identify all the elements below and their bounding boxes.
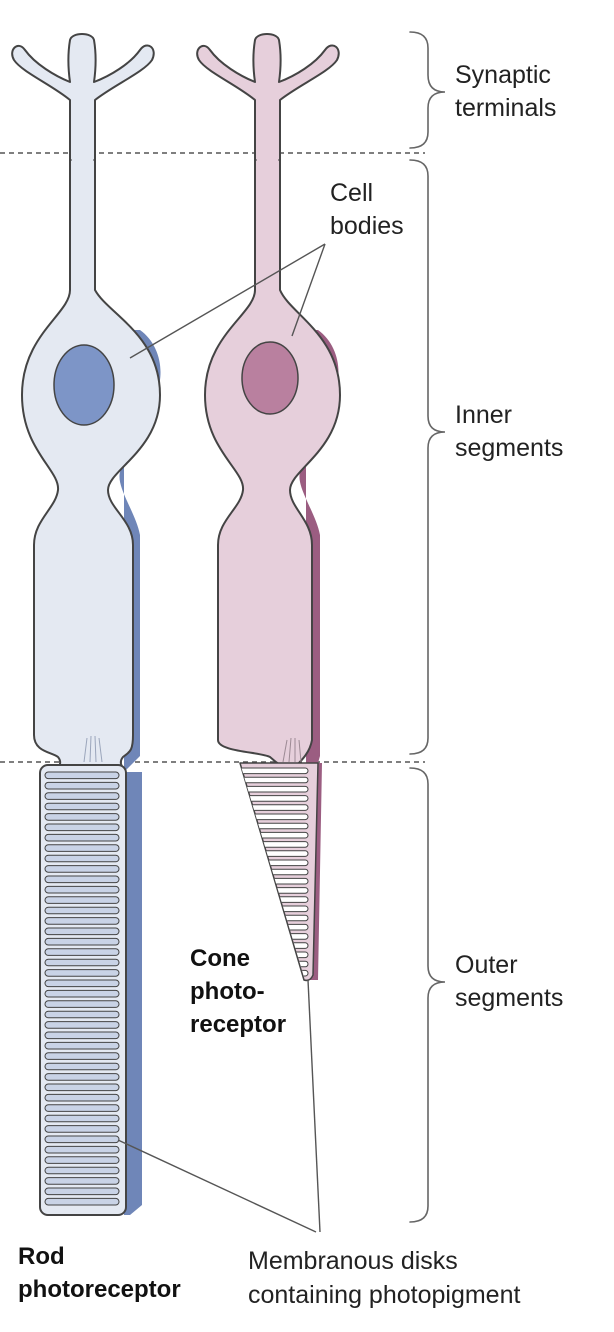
cone-terminal-seam-cover xyxy=(256,146,279,162)
label-membranous-disks: Membranous disks containing photopigment xyxy=(248,1247,521,1309)
rod-disk xyxy=(44,1166,120,1175)
rod-disk xyxy=(44,1021,120,1029)
rod-disk xyxy=(44,844,120,852)
leader-lines xyxy=(117,243,326,1233)
cone-disk xyxy=(240,785,309,793)
rod-disk xyxy=(44,958,120,967)
rod-disk xyxy=(44,1177,120,1185)
brace-outer-segments xyxy=(409,767,446,1223)
rod-disk xyxy=(44,771,120,780)
rod-disk xyxy=(44,885,120,894)
leader-disks-rod xyxy=(117,1139,317,1233)
rod-disk xyxy=(44,906,120,915)
rod-disk xyxy=(44,1187,120,1196)
rod-disk xyxy=(44,802,120,811)
rod-disk xyxy=(44,833,120,842)
leader-disks-cone xyxy=(307,979,321,1233)
cone-disk xyxy=(240,877,309,885)
braces xyxy=(409,31,446,1223)
cone-disk xyxy=(240,933,309,940)
cone-disk xyxy=(240,804,309,811)
rod-disk xyxy=(44,1000,120,1008)
rod-disk xyxy=(44,854,120,863)
cone-disk xyxy=(240,813,309,821)
label-inner-segments: Inner segments xyxy=(455,401,564,462)
cone-disk xyxy=(240,905,309,913)
rod-disk xyxy=(44,823,120,832)
cone-disk xyxy=(240,850,309,857)
cone-disk xyxy=(240,795,309,802)
rod-cell xyxy=(11,33,161,1216)
brace-synaptic-terminals xyxy=(409,31,446,149)
rod-disk xyxy=(44,917,120,925)
rod-disk xyxy=(44,1104,120,1112)
rod-cilium xyxy=(83,735,103,763)
leader-cell-bodies-rod xyxy=(129,243,326,359)
rod-disk xyxy=(44,1114,120,1123)
rod-disk xyxy=(44,865,120,873)
label-rod-photoreceptor: Rod photoreceptor xyxy=(18,1243,181,1303)
cone-disk xyxy=(240,914,309,922)
cone-cell xyxy=(196,33,341,982)
rod-disk xyxy=(44,969,120,977)
brace-inner-segments xyxy=(409,159,446,755)
rod-terminal-seam-cover xyxy=(71,146,94,162)
rod-disk xyxy=(44,1041,120,1050)
rod-disk xyxy=(44,1197,120,1206)
rod-disk xyxy=(44,1083,120,1092)
cone-synaptic-terminal xyxy=(196,33,340,161)
rod-disk xyxy=(44,937,120,946)
cone-cilium xyxy=(282,737,302,763)
rod-disk xyxy=(44,1052,120,1060)
cone-disk xyxy=(240,841,309,848)
cone-disk xyxy=(240,859,309,867)
rod-disk xyxy=(44,875,120,884)
cone-disk xyxy=(240,923,309,931)
rod-disk xyxy=(44,1145,120,1154)
rod-disk xyxy=(44,1135,120,1144)
cone-disk xyxy=(240,831,309,839)
rod-disk-stack xyxy=(44,771,120,1206)
rod-disk xyxy=(44,989,120,998)
rod-disk xyxy=(44,1031,120,1040)
cone-disk xyxy=(240,767,309,775)
rod-disk xyxy=(44,781,120,790)
rod-nucleus xyxy=(53,344,115,426)
rod-disk xyxy=(44,1062,120,1071)
rod-disk xyxy=(44,792,120,800)
rod-disk xyxy=(44,1010,120,1019)
rod-disk xyxy=(44,1073,120,1081)
label-cone-photoreceptor: Cone photo- receptor xyxy=(190,945,287,1038)
rod-disk xyxy=(44,1156,120,1164)
label-outer-segments: Outer segments xyxy=(455,951,564,1012)
cone-nucleus xyxy=(241,341,299,415)
rod-disk xyxy=(44,813,120,821)
cone-disk xyxy=(240,896,309,903)
cone-disk xyxy=(240,887,309,894)
label-synaptic-terminals: Synaptic terminals xyxy=(455,61,557,122)
cone-disk xyxy=(240,776,309,784)
rod-disk xyxy=(44,979,120,988)
rod-disk xyxy=(44,948,120,956)
leader-cell-bodies-cone xyxy=(291,243,326,337)
rod-disk xyxy=(44,896,120,904)
cone-disk xyxy=(240,822,309,830)
rod-disk xyxy=(44,1093,120,1102)
rod-disk xyxy=(44,1125,120,1133)
rod-synaptic-terminal xyxy=(11,33,155,161)
rod-disk xyxy=(44,927,120,936)
label-cell-bodies: Cell bodies xyxy=(330,179,404,240)
